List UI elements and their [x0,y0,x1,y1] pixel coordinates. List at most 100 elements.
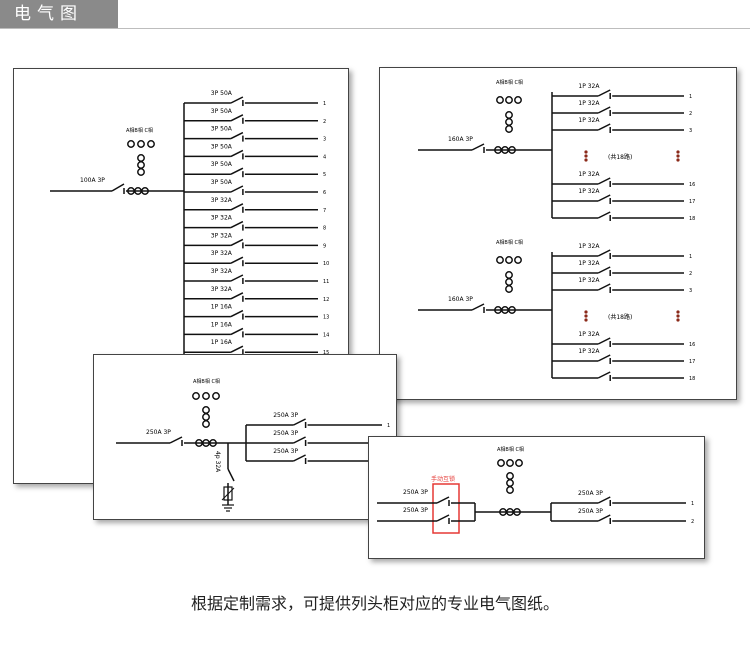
branch-rating-label: 1P 32A [578,188,600,195]
branch-circuit: 250A 3P 1 [551,490,694,507]
branch-number: 3 [323,137,326,143]
branch-rating-label: 1P 32A [578,171,600,178]
main-breaker: 100A 3P [50,177,184,194]
branch-rating-label: 1P 16A [211,304,233,311]
main-breaker-label: 100A 3P [80,177,105,184]
branch-number: 3 [689,128,692,134]
branch-list: 250A 3P 1 250A 3P 250A 3P [246,412,390,464]
branch-circuit: 1P 32A 3 [552,277,692,294]
branch-rating-label: 1P 32A [578,117,600,124]
input-breaker-2: 250A 3P [377,507,475,524]
branch-rating-label: 3P 32A [211,232,233,239]
branch-rating-label: 3P 32A [211,286,233,293]
main-breaker-label: 160A 3P [448,136,473,143]
section-title: 电气图 [14,4,83,24]
branch-number: 1 [691,501,694,507]
branch-rating-label: 1P 32A [578,243,600,250]
branch-rating-label: 3P 50A [211,126,233,133]
header-divider [0,28,750,29]
branch-circuit: 3P 50A 5 [184,161,326,178]
branch-number: 8 [323,226,326,232]
branch-rating-label: 250A 3P [578,490,603,497]
abc-legend-label: A相B相 C相 [126,127,153,134]
branch-rating-label: 3P 32A [211,268,233,275]
branch-circuit: 1P 32A 16 [552,331,695,348]
branch-number: 17 [689,199,695,205]
branch-circuit: 1P 32A 17 [552,188,695,205]
caption-text: 根据定制需求，可提供列头柜对应的专业电气图纸。 [190,594,559,613]
branch-rating-label: 1P 32A [578,100,600,107]
branch-circuit: 1P 16A 13 [184,304,329,321]
branch-rating-label: 3P 50A [211,161,233,168]
branch-number: 1 [689,94,692,100]
branch-circuit: 3P 32A 9 [184,232,326,249]
branch-circuit: 3P 32A 10 [184,250,329,267]
branch-circuit: 250A 3P [246,448,382,464]
branch-number: 2 [689,271,692,277]
branch-rating-label: 3P 50A [211,143,233,150]
branch-circuit: 18 [552,371,695,382]
input-breaker-1: 250A 3P [377,489,475,506]
branch-number: 5 [323,172,326,178]
branch-rating-label: 1P 32A [578,277,600,284]
branch-rating-label: 3P 50A [211,90,233,97]
abc-legend-label: A相B相 C相 [496,239,523,246]
branch-rating-label: 1P 32A [578,83,600,90]
branch-circuit: 3P 32A 7 [184,197,326,214]
abc-indicator: A相B相 C相 [192,378,220,428]
branch-rating-label: 1P 32A [578,331,600,338]
branch-circuit: 1P 32A 2 [552,260,692,277]
branch-rating-label: 1P 16A [211,339,233,346]
branch-number: 3 [689,288,692,294]
branch-number: 18 [689,376,695,382]
branch-circuit: 3P 50A 4 [184,143,326,160]
branch-rating-label: 3P 50A [211,108,233,115]
main-breaker: 250A 3P [116,429,246,447]
branch-rating-label: 250A 3P [273,430,298,437]
branch-rating-label: 250A 3P [578,508,603,515]
branch-circuit: 250A 3P [246,430,382,446]
branch-rating-label: 1P 32A [578,260,600,267]
branch-number: 1 [689,254,692,260]
branch-circuit: 1P 16A 15 [184,339,329,356]
branch-number: 10 [323,261,329,267]
branch-circuit: 1P 32A 3 [552,117,692,134]
branch-number: 11 [323,279,329,285]
branch-number: 2 [691,519,694,525]
branch-rating-label: 250A 3P [273,412,298,419]
branch-circuit: 1P 32A 1 [552,243,692,260]
section-header-tab: 电气图 [0,0,118,28]
branch-number: 15 [323,350,329,356]
ellipsis-note: (共18路) [608,313,632,321]
abc-legend-label: A相B相 C相 [497,446,524,453]
diagram-4-svg: A相B相 C相 手动互锁 250A 3P 250A 3P 250A 3P1250… [377,446,694,534]
branch-number: 9 [323,243,326,249]
branch-number: 16 [689,342,695,348]
branch-number: 1 [387,423,390,429]
branch-number: 13 [323,315,329,321]
branch-rating-label: 3P 32A [211,250,233,257]
branch-number: 2 [689,111,692,117]
main-breaker-label: 250A 3P [146,429,171,436]
branch-rating-label: 3P 32A [211,197,233,204]
branch-rating-label: 1P 32A [578,348,600,355]
branch-circuit: 18 [552,211,695,222]
abc-legend-label: A相B相 C相 [496,79,523,86]
abc-legend-label: A相B相 C相 [193,378,220,385]
branch-rating-label: 250A 3P [273,448,298,455]
interlock-box: 手动互锁 [431,475,460,534]
branch-number: 4 [323,154,326,160]
input-breaker-2-label: 250A 3P [403,507,428,514]
branch-number: 7 [323,208,326,214]
